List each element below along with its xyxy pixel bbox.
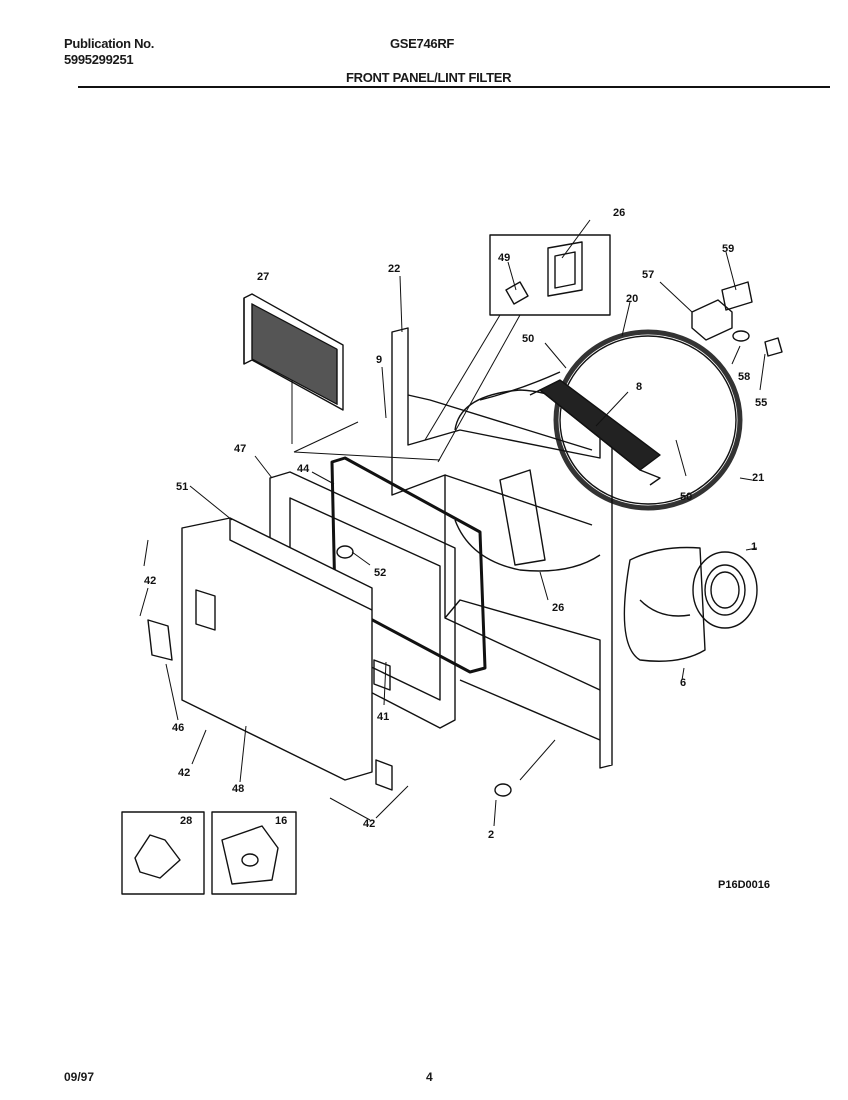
callout-42: 42 — [363, 818, 375, 830]
switch-part — [691, 299, 733, 341]
drum-part — [479, 329, 743, 511]
callout-50: 50 — [680, 491, 692, 503]
callout-51: 51 — [176, 481, 188, 493]
callout-49: 49 — [498, 252, 510, 264]
header-rule — [78, 86, 830, 88]
callout-20: 20 — [626, 293, 638, 305]
publication-number: 5995299251 — [64, 52, 134, 67]
lint-grille-part — [243, 293, 344, 411]
inset-box — [211, 811, 297, 895]
callout-42: 42 — [144, 575, 156, 587]
leader-lines — [139, 219, 766, 827]
page-number: 4 — [426, 1070, 433, 1084]
callout-48: 48 — [232, 783, 244, 795]
inset-box — [121, 811, 205, 895]
callout-55: 55 — [755, 397, 767, 409]
publication-label: Publication No. — [64, 36, 155, 51]
callout-26: 26 — [552, 602, 564, 614]
footer-date: 09/97 — [64, 1070, 95, 1084]
callout-2: 2 — [488, 829, 494, 841]
door-stop-part — [494, 783, 512, 797]
callout-16: 16 — [275, 815, 287, 827]
callout-21: 21 — [752, 472, 764, 484]
callout-57: 57 — [642, 269, 654, 281]
callout-6: 6 — [680, 677, 686, 689]
callout-8: 8 — [636, 381, 642, 393]
callout-44: 44 — [297, 463, 310, 475]
lint-filter-part — [529, 379, 661, 486]
callout-22: 22 — [388, 263, 400, 275]
exhaust-duct-part — [623, 546, 758, 662]
callout-52: 52 — [374, 567, 386, 579]
callout-41: 41 — [377, 711, 389, 723]
door-catch-part — [336, 545, 354, 559]
hinge-part — [147, 619, 393, 791]
callout-9: 9 — [376, 354, 382, 366]
callout-27: 27 — [257, 271, 269, 283]
callout-46: 46 — [172, 722, 184, 734]
callout-42: 42 — [178, 767, 190, 779]
inset-box — [489, 234, 611, 316]
callout-59: 59 — [722, 243, 734, 255]
callout-26: 26 — [613, 207, 625, 219]
label-tag-part — [721, 281, 753, 311]
diagram-code: P16D0016 — [718, 879, 770, 891]
callout-1: 1 — [751, 541, 757, 553]
callout-labels: 2649595727222095085855474450215115226424… — [144, 207, 767, 841]
callout-28: 28 — [180, 815, 192, 827]
callout-50: 50 — [522, 333, 534, 345]
callout-47: 47 — [234, 443, 246, 455]
callout-58: 58 — [738, 371, 750, 383]
page-title: FRONT PANEL/LINT FILTER — [346, 70, 512, 85]
bulb-part — [732, 330, 783, 357]
model-number: GSE746RF — [390, 36, 455, 51]
